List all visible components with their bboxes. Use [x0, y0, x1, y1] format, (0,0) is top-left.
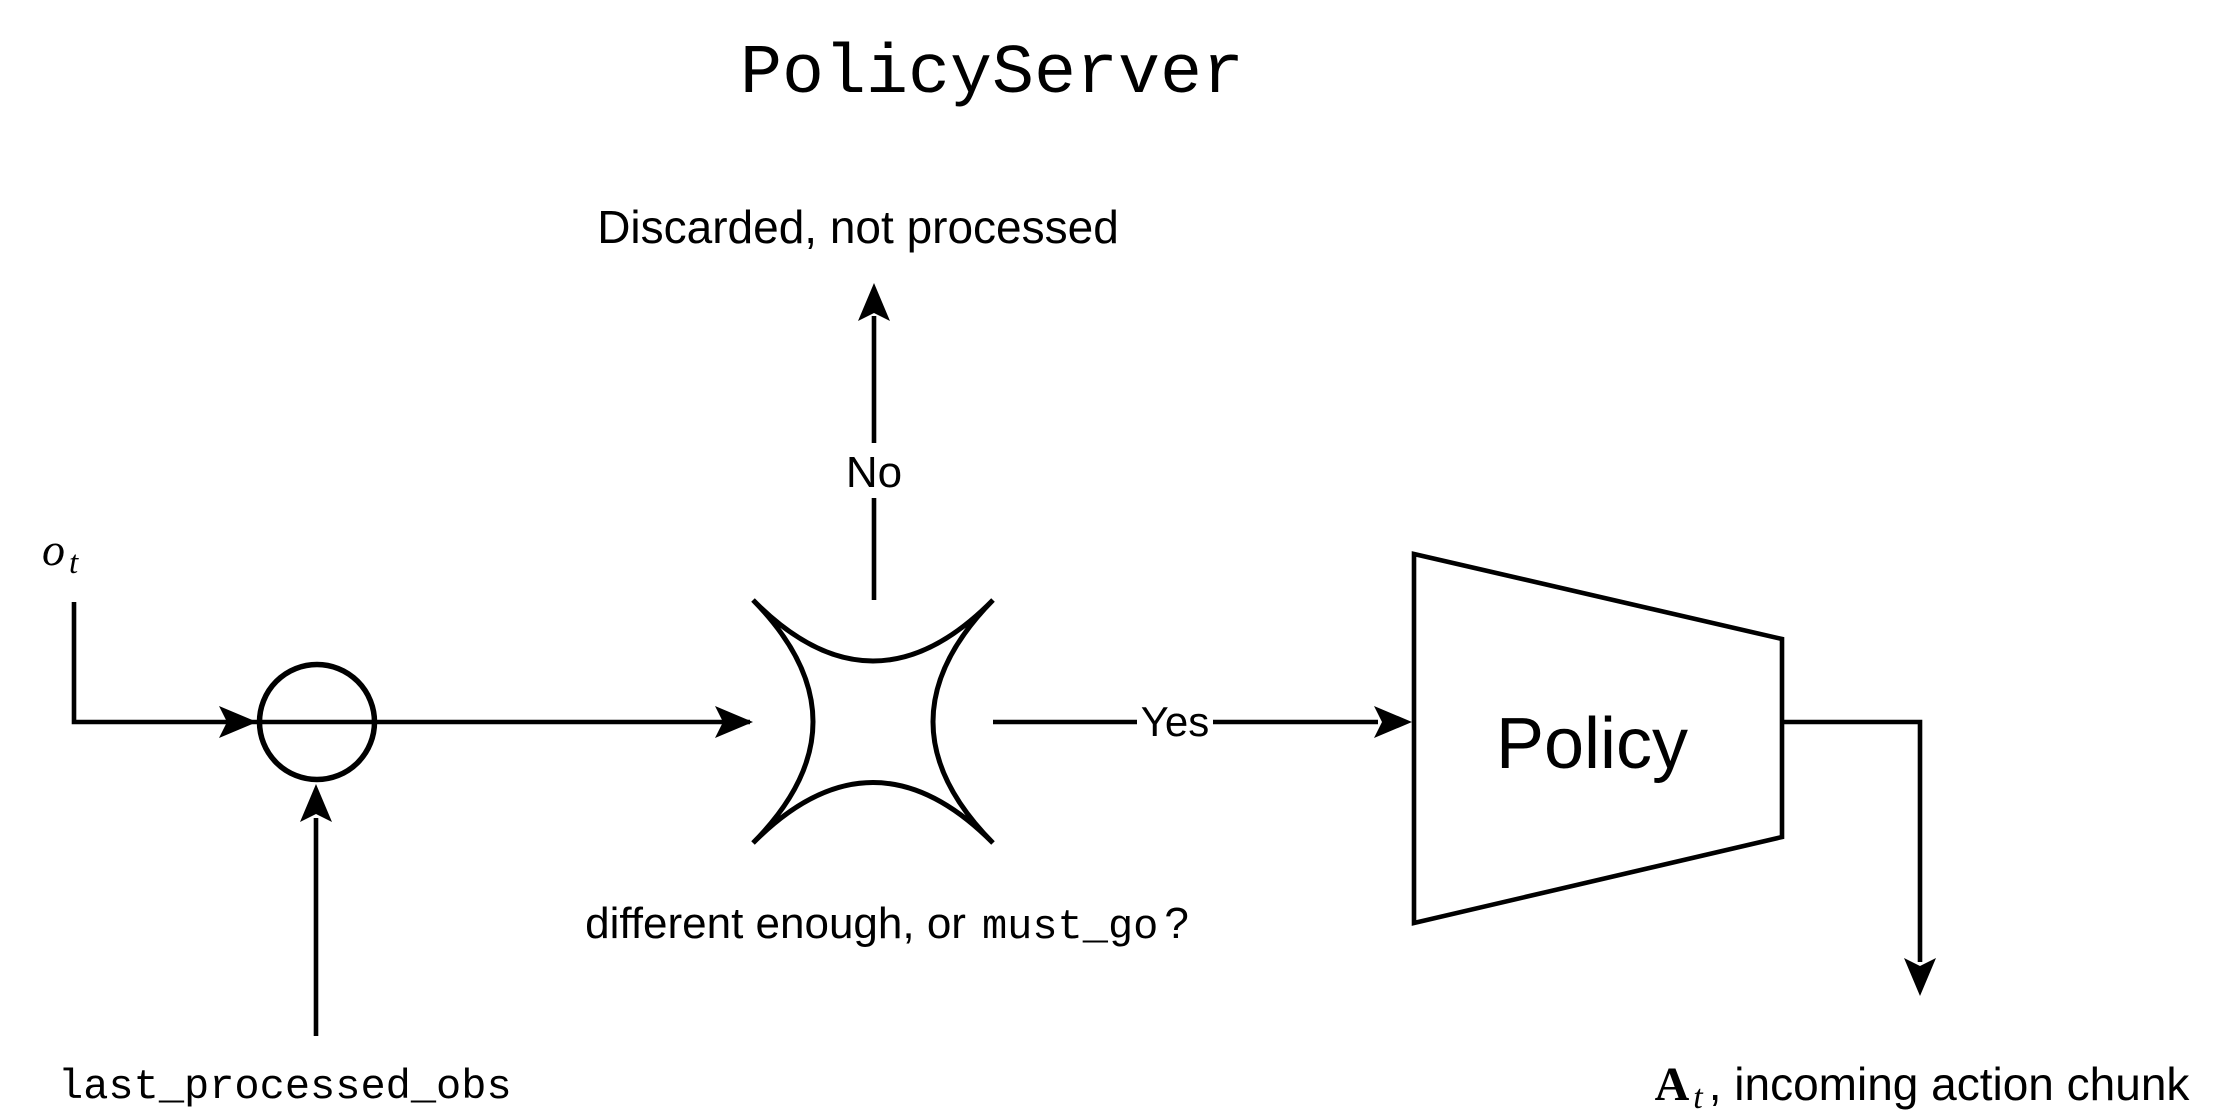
- condition-label-prefix: different enough, or: [585, 899, 966, 948]
- last-obs-arrow: [300, 784, 332, 1036]
- no-arrow: [858, 283, 890, 600]
- diagram-title: PolicyServer: [740, 35, 1244, 114]
- into-policy-arrowhead-icon: [1374, 706, 1412, 738]
- yes-arrow: [993, 706, 1412, 738]
- no-label: No: [846, 448, 902, 497]
- last-obs-arrowhead-icon: [300, 784, 332, 822]
- action-chunk-label-suffix: , incoming action chunk: [1709, 1058, 2191, 1110]
- action-symbol-subscript: t: [1693, 1079, 1704, 1116]
- policy-trapezoid: [1411, 551, 1785, 926]
- decision-star: [751, 598, 995, 845]
- output-arrow: [1782, 719, 1936, 996]
- last-processed-obs-label: last_processed_obs: [58, 1063, 512, 1111]
- action-symbol-letter: A: [1655, 1058, 1690, 1111]
- output-arrow-shaft: [1782, 719, 1923, 962]
- observation-symbol-subscript: t: [69, 545, 79, 581]
- no-arrowhead-icon: [858, 283, 890, 321]
- comparison-circle: [256, 661, 378, 783]
- into-comparison-arrowhead-icon: [219, 706, 257, 738]
- yes-label: Yes: [1141, 698, 1210, 745]
- discarded-label: Discarded, not processed: [597, 201, 1119, 253]
- condition-label: different enough, or must_go ?: [585, 899, 1189, 951]
- observation-symbol-letter: o: [42, 524, 65, 575]
- action-chunk-label: A t , incoming action chunk: [1655, 1058, 2191, 1116]
- condition-label-suffix: ?: [1164, 899, 1188, 948]
- observation-input-arrow: [71, 602, 753, 738]
- condition-label-code: must_go: [982, 903, 1158, 951]
- output-arrowhead-icon: [1904, 958, 1936, 996]
- into-star-arrowhead-icon: [715, 706, 753, 738]
- policy-label: Policy: [1496, 704, 1688, 784]
- observation-symbol: o t: [42, 524, 79, 581]
- observation-input-shaft: [71, 602, 750, 725]
